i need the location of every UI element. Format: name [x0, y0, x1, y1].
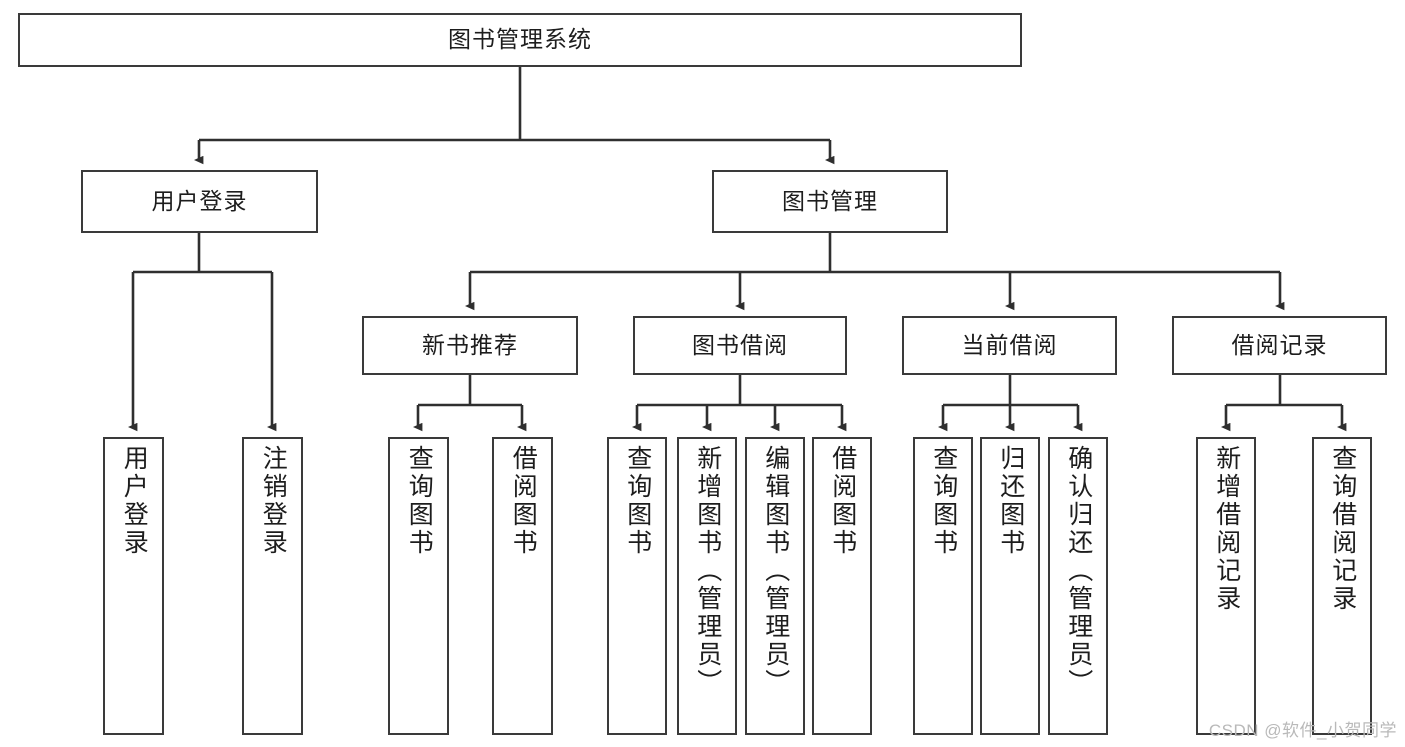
node-user-login[interactable]: 用户登录	[81, 170, 318, 233]
leaf-confirm-return[interactable]: 确认归还（管理员）	[1048, 437, 1108, 735]
node-root[interactable]: 图书管理系统	[18, 13, 1022, 67]
leaf-edit-book[interactable]: 编辑图书（管理员）	[745, 437, 805, 735]
leaf-borrow-book-2[interactable]: 借阅图书	[812, 437, 872, 735]
watermark: CSDN @软件_小贺同学	[1208, 721, 1397, 740]
node-book-manage-label: 图书管理	[782, 187, 878, 214]
leaf-add-record-label: 新增借阅记录	[1212, 445, 1241, 613]
leaf-query-book-2[interactable]: 查询图书	[607, 437, 667, 735]
leaf-logout[interactable]: 注销登录	[242, 437, 303, 735]
leaf-query-book-3[interactable]: 查询图书	[913, 437, 973, 735]
leaf-query-book-1[interactable]: 查询图书	[388, 437, 449, 735]
leaf-return-book[interactable]: 归还图书	[980, 437, 1040, 735]
leaf-add-book-label: 新增图书（管理员）	[693, 445, 722, 697]
leaf-user-login-label: 用户登录	[120, 445, 149, 557]
leaf-borrow-book-2-label: 借阅图书	[828, 445, 857, 557]
leaf-user-login[interactable]: 用户登录	[103, 437, 164, 735]
node-book-borrow-label: 图书借阅	[692, 331, 788, 358]
leaf-borrow-book-1[interactable]: 借阅图书	[492, 437, 553, 735]
leaf-confirm-return-label: 确认归还（管理员）	[1064, 445, 1093, 697]
leaf-add-record[interactable]: 新增借阅记录	[1196, 437, 1256, 735]
leaf-query-record-label: 查询借阅记录	[1328, 445, 1357, 613]
node-root-label: 图书管理系统	[448, 26, 592, 53]
node-user-login-label: 用户登录	[151, 187, 248, 214]
leaf-query-book-2-label: 查询图书	[623, 445, 652, 557]
leaf-add-book[interactable]: 新增图书（管理员）	[677, 437, 737, 735]
node-borrow-record[interactable]: 借阅记录	[1172, 316, 1387, 375]
leaf-edit-book-label: 编辑图书（管理员）	[761, 445, 790, 697]
node-new-book-rec-label: 新书推荐	[422, 331, 518, 358]
node-new-book-rec[interactable]: 新书推荐	[362, 316, 578, 375]
leaf-logout-label: 注销登录	[259, 445, 288, 557]
node-current-borrow-label: 当前借阅	[961, 331, 1058, 358]
leaf-query-record[interactable]: 查询借阅记录	[1312, 437, 1372, 735]
node-book-borrow[interactable]: 图书借阅	[633, 316, 847, 375]
node-book-manage[interactable]: 图书管理	[712, 170, 948, 233]
leaf-query-book-1-label: 查询图书	[405, 445, 434, 557]
node-current-borrow[interactable]: 当前借阅	[902, 316, 1117, 375]
leaf-return-book-label: 归还图书	[996, 445, 1025, 557]
node-borrow-record-label: 借阅记录	[1231, 331, 1328, 358]
leaf-query-book-3-label: 查询图书	[929, 445, 958, 557]
leaf-borrow-book-1-label: 借阅图书	[509, 445, 538, 557]
